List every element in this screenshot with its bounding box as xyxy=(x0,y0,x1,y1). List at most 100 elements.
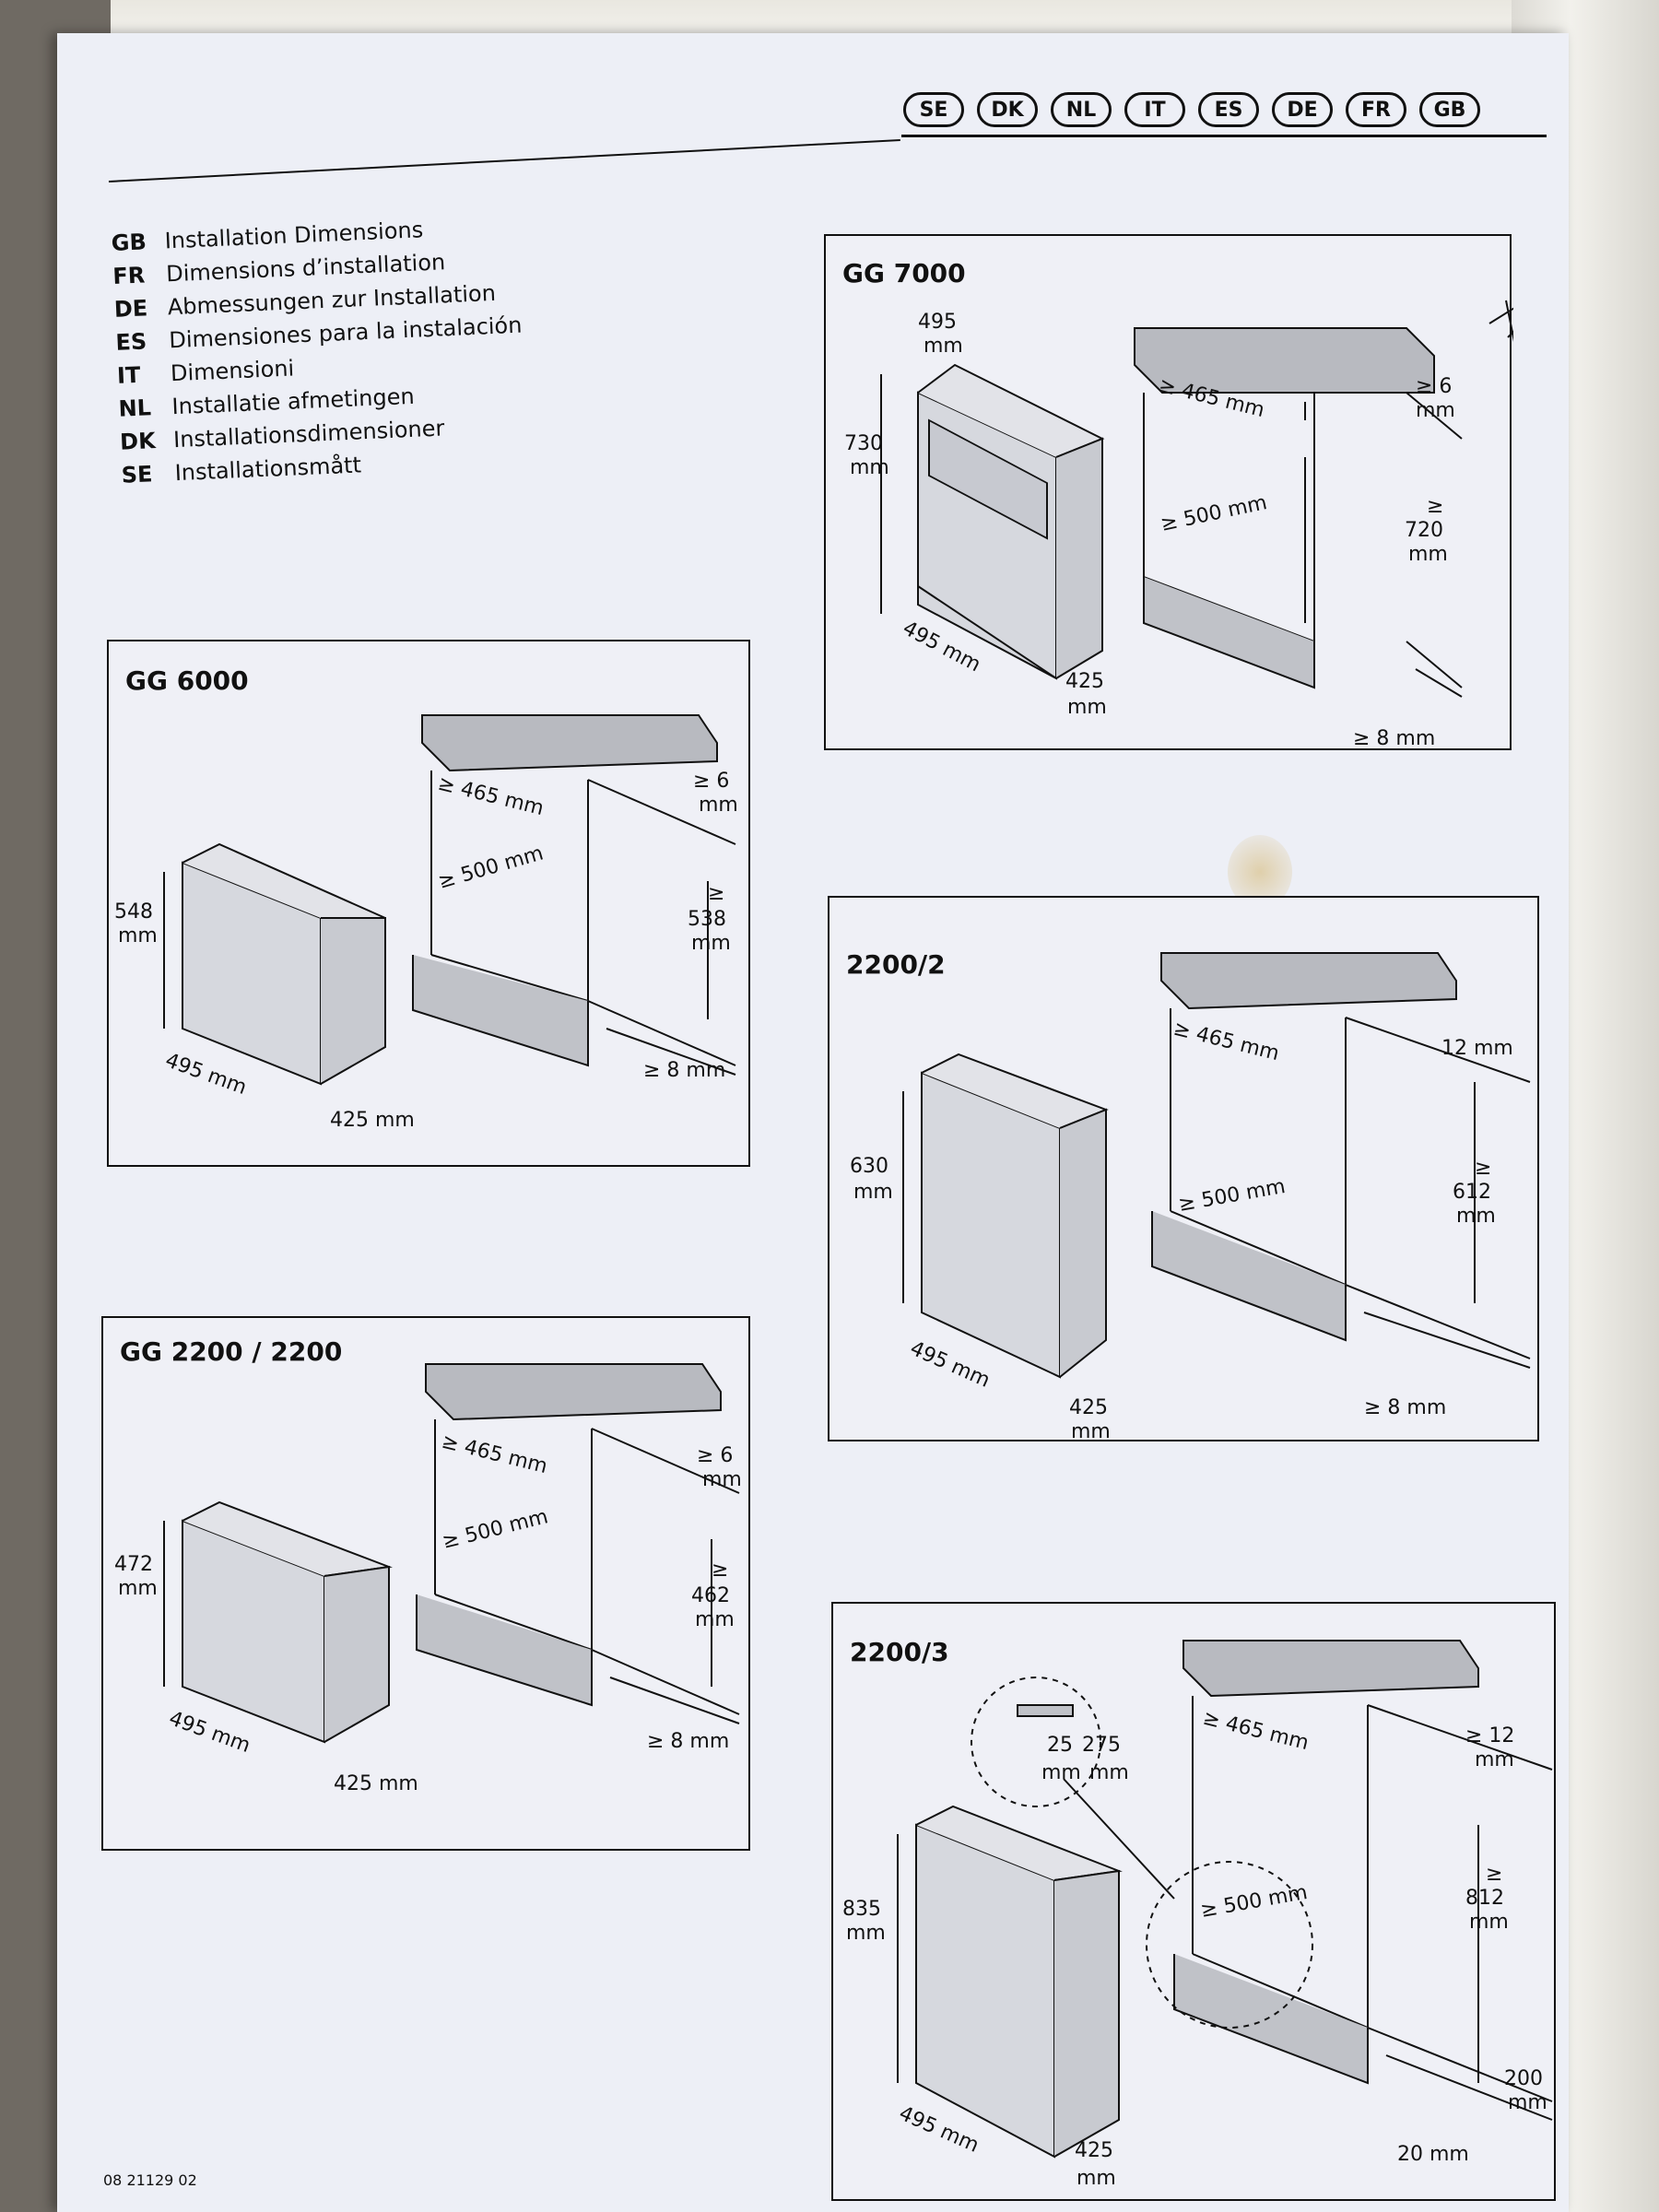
panel-gg7000: GG 7000 495 mm 730 mm 495 mm 425 mm ≥ 46… xyxy=(824,234,1513,750)
heading-lang-code: ES xyxy=(114,328,147,356)
language-badge-de: DE xyxy=(1272,92,1333,127)
dim-gap-top: ≥ 6 xyxy=(693,770,729,793)
heading-lang-code: SE xyxy=(121,461,154,488)
dim-height: 548 xyxy=(114,900,153,924)
dim-gap-top-unit: mm xyxy=(1475,1748,1514,1771)
language-badge-gb: GB xyxy=(1419,92,1480,127)
dim-niche-symbol: ≥ xyxy=(1486,1863,1502,1886)
dim-gap-top-unit: mm xyxy=(1416,399,1455,422)
language-badge-se: SE xyxy=(903,92,964,127)
dim-niche-symbol: ≥ xyxy=(1475,1157,1491,1180)
dim-cabinet-depth: ≥ 500 mm xyxy=(1177,1175,1288,1217)
language-badge-it: IT xyxy=(1124,92,1185,127)
dim-cabinet-width: ≥ 465 mm xyxy=(1201,1707,1312,1756)
heading-lang-code: FR xyxy=(112,262,146,289)
dim-niche: 462 xyxy=(691,1584,730,1607)
panel-gg2200: GG 2200 / 2200 472 mm 495 mm 425 mm ≥ 46… xyxy=(101,1316,750,1851)
diagram-2200-2: 2200/2 630 mm 495 mm 425 mm ≥ 465 mm ≥ 5… xyxy=(846,949,1531,1443)
heading-lang-code: DE xyxy=(113,295,148,323)
dim-width-unit: mm xyxy=(924,335,963,358)
dim-front: 495 mm xyxy=(166,1707,253,1758)
diagram-gg6000: GG 6000 548 mm 495 mm 425 mm ≥ 465 mm ≥ … xyxy=(114,665,738,1132)
language-badge-dk: DK xyxy=(977,92,1038,127)
language-badge-es: ES xyxy=(1198,92,1259,127)
dim-bottom-gap: ≥ 8 mm xyxy=(643,1059,725,1082)
dim-niche-unit: mm xyxy=(1469,1911,1509,1934)
dim-niche-symbol: ≥ xyxy=(708,882,724,905)
dim-depth-unit: mm xyxy=(1067,696,1107,719)
dim-cabinet-width: ≥ 465 mm xyxy=(440,1430,550,1479)
section-rule xyxy=(108,138,900,182)
heading-text: Installationsmått xyxy=(174,452,362,487)
dim-niche: 720 xyxy=(1405,519,1443,542)
dim-bottom-gap: ≥ 8 mm xyxy=(1353,727,1435,750)
dim-depth: 425 mm xyxy=(334,1772,418,1795)
dim-gap-top-unit: mm xyxy=(702,1468,742,1491)
dim-niche-unit: mm xyxy=(695,1608,735,1631)
dim-niche-unit: mm xyxy=(691,932,731,955)
dim-niche: 612 xyxy=(1453,1181,1491,1204)
diagram-gg2200: GG 2200 / 2200 472 mm 495 mm 425 mm ≥ 46… xyxy=(114,1336,742,1795)
dim-niche-symbol: ≥ xyxy=(712,1559,728,1582)
detail-dim-a: 25 xyxy=(1047,1734,1073,1757)
panel-title: GG 2200 / 2200 xyxy=(120,1336,342,1367)
dim-depth: 425 xyxy=(1075,2139,1113,2162)
diagram-2200-3: 2200/3 25 275 mm mm 835 mm 495 mm 425 mm… xyxy=(842,1637,1553,2190)
heading-lang-code: DK xyxy=(119,428,157,455)
dim-gap-top: ≥ 6 xyxy=(1416,375,1452,398)
language-badge-fr: FR xyxy=(1346,92,1406,127)
panel-title: 2200/2 xyxy=(846,949,946,980)
dim-gap-top-unit: mm xyxy=(699,794,738,817)
dim-height: 472 xyxy=(114,1553,153,1576)
dim-cabinet-depth: ≥ 500 mm xyxy=(1159,491,1269,536)
dim-height: 630 xyxy=(850,1155,888,1178)
dim-height: 730 xyxy=(844,432,883,455)
dim-cabinet-width: ≥ 465 mm xyxy=(1171,1018,1282,1066)
panel-title: GG 7000 xyxy=(842,258,966,288)
dim-height-unit: mm xyxy=(850,456,889,479)
panel-title: GG 6000 xyxy=(125,665,249,696)
dim-depth: 425 mm xyxy=(330,1109,415,1132)
dim-height: 835 xyxy=(842,1898,881,1921)
dim-height-unit: mm xyxy=(846,1922,886,1945)
dim-niche-unit: mm xyxy=(1456,1205,1496,1228)
dim-bottom-gap: ≥ 8 mm xyxy=(647,1730,729,1753)
dim-niche-symbol: ≥ xyxy=(1427,495,1443,518)
language-badges: SE DK NL IT ES DE FR GB xyxy=(903,92,1480,127)
dim-front: 495 mm xyxy=(162,1049,250,1100)
dim-height-unit: mm xyxy=(118,1577,158,1600)
dim-plinth: 200 xyxy=(1504,2067,1543,2090)
header-rule xyxy=(901,135,1547,137)
dim-plinth-unit: mm xyxy=(1508,2091,1547,2114)
detail-dim-b: 275 xyxy=(1082,1734,1121,1757)
dim-bottom-gap: ≥ 8 mm xyxy=(1364,1396,1446,1419)
dim-depth-unit: mm xyxy=(1071,1420,1111,1443)
language-badge-nl: NL xyxy=(1051,92,1112,127)
dim-niche: 538 xyxy=(688,908,726,931)
dim-gap-top: ≥ 12 xyxy=(1465,1724,1514,1747)
dim-height-unit: mm xyxy=(853,1181,893,1204)
heading-lang-code: IT xyxy=(116,361,141,389)
document-code: 08 21129 02 xyxy=(103,2171,197,2189)
dim-depth: 425 xyxy=(1065,670,1104,693)
detail-dim-b-unit: mm xyxy=(1089,1761,1129,1784)
panel-title: 2200/3 xyxy=(850,1637,949,1667)
dim-depth: 425 xyxy=(1069,1396,1108,1419)
heading-lang-code: NL xyxy=(118,394,152,422)
heading-text: Dimensioni xyxy=(170,355,295,387)
dim-gap-top: 12 mm xyxy=(1441,1037,1513,1060)
dim-cabinet-width: ≥ 465 mm xyxy=(436,772,547,821)
dim-front: 495 mm xyxy=(907,1337,994,1393)
panel-2200-3: 2200/3 25 275 mm mm 835 mm 495 mm 425 mm… xyxy=(831,1602,1556,2201)
dim-niche-unit: mm xyxy=(1408,543,1448,566)
dim-gap-top: ≥ 6 xyxy=(697,1444,733,1467)
dim-cabinet-depth: ≥ 500 mm xyxy=(1199,1881,1310,1923)
heading-lang-code: GB xyxy=(111,229,147,256)
dim-width: 495 xyxy=(918,311,957,334)
dim-height-unit: mm xyxy=(118,924,158,947)
dim-cabinet-depth: ≥ 500 mm xyxy=(440,1505,550,1554)
dim-cabinet-depth: ≥ 500 mm xyxy=(436,841,547,893)
panel-2200-2: 2200/2 630 mm 495 mm 425 mm ≥ 465 mm ≥ 5… xyxy=(828,896,1539,1443)
